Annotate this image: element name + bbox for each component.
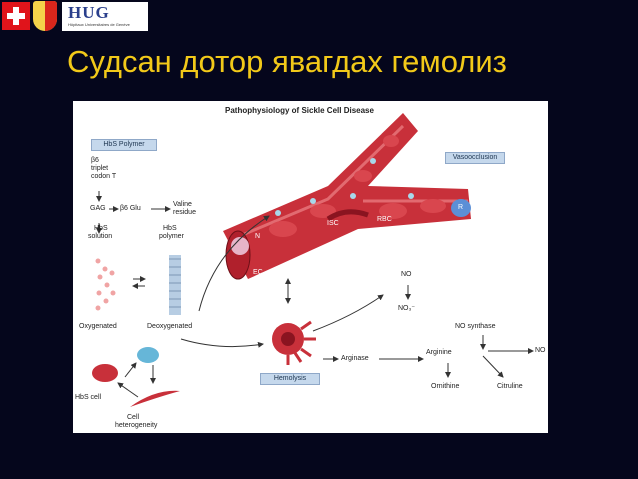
label-ec: EC	[253, 269, 263, 276]
label-heterogeneity: heterogeneity	[115, 422, 158, 429]
label-beta6: β6	[91, 157, 99, 164]
neutrophil-cell	[231, 237, 249, 255]
label-codon-t: codon T	[91, 173, 117, 180]
reticulocyte-cell	[451, 199, 471, 217]
slide-title: Судсан дотор явагдах гемолиз	[67, 44, 507, 79]
label-triplet: triplet	[91, 165, 109, 172]
blood-vessel	[223, 113, 471, 280]
figure-illustration	[92, 113, 534, 407]
geneva-coat-of-arms-icon	[33, 1, 57, 31]
label-oxygenated: Oxygenated	[79, 323, 117, 330]
hbs-polymer-box: HbS Polymer	[91, 139, 157, 151]
label-hbs-solution-1: HbS	[94, 225, 108, 232]
label-valine: Valine	[173, 201, 192, 208]
label-beta6-glu: β6 Glu	[120, 205, 141, 212]
label-ornithine: Ornithine	[431, 383, 460, 390]
hug-logo: HUG Hôpitaux Universitaires de Genève	[62, 2, 148, 31]
label-hbs-polymer-2: polymer	[159, 233, 184, 240]
hbs-solution-molecules	[95, 258, 116, 311]
hemolysis-cell	[272, 320, 316, 365]
hemolysis-box: Hemolysis	[260, 373, 320, 385]
label-residue: residue	[173, 209, 196, 216]
vasoocclusion-box: Vasoocclusion	[445, 152, 505, 164]
label-r: R	[458, 204, 464, 211]
label-isc: ISC	[327, 220, 339, 227]
label-citruline: Citruline	[497, 383, 523, 390]
label-no-top: NO	[401, 271, 412, 278]
label-rbc: RBC	[377, 216, 392, 223]
label-hbs-cell: HbS cell	[75, 394, 102, 401]
label-arginase: Arginase	[341, 355, 369, 362]
pathophysiology-figure: Pathophysiology of Sickle Cell Disease H…	[73, 101, 548, 433]
label-arginine: Arginine	[426, 349, 452, 356]
hug-logo-text: HUG	[68, 3, 110, 22]
label-no3: NO₃⁻	[398, 305, 416, 312]
figure-title: Pathophysiology of Sickle Cell Disease	[225, 106, 374, 115]
hbs-cells	[92, 347, 180, 407]
hbs-polymer-fiber	[169, 255, 181, 315]
label-hbs-solution-2: solution	[88, 233, 113, 240]
label-no-right: NO	[535, 347, 546, 354]
header-logos: HUG Hôpitaux Universitaires de Genève	[0, 0, 150, 34]
label-hbs-polymer-1: HbS	[163, 225, 177, 232]
label-no-synthase: NO synthase	[455, 323, 496, 330]
label-cell: Cell	[127, 414, 140, 421]
label-n: N	[255, 233, 261, 240]
pathway-arrows	[96, 191, 534, 398]
label-gag: GAG	[90, 205, 106, 212]
hug-logo-subtext: Hôpitaux Universitaires de Genève	[68, 22, 130, 27]
swiss-flag-icon	[2, 2, 30, 30]
label-deoxygenated: Deoxygenated	[147, 323, 193, 330]
